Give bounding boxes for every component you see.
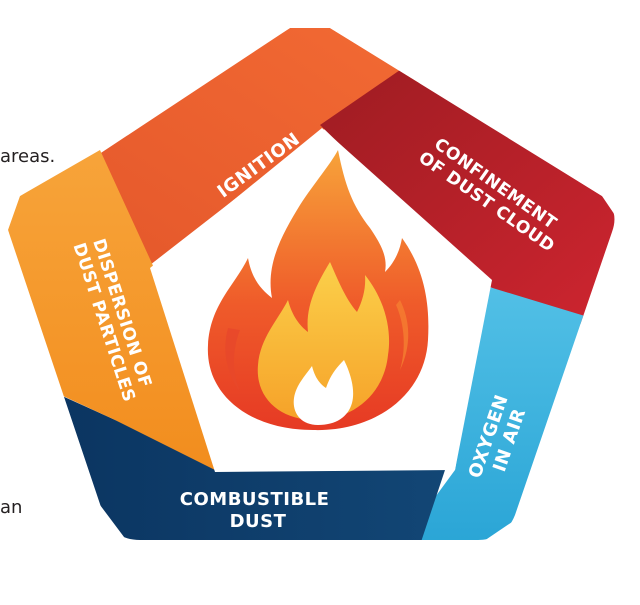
background-text-fragment-top: areas. [0,146,56,167]
segment-confinement [320,70,615,330]
segment-oxygen [400,286,598,540]
flame-icon [207,150,429,431]
background-text-fragment-bottom: an [0,497,23,518]
label-combustible-dust: COMBUSTIBLE DUST [180,489,336,532]
segment-ignition [60,28,420,265]
